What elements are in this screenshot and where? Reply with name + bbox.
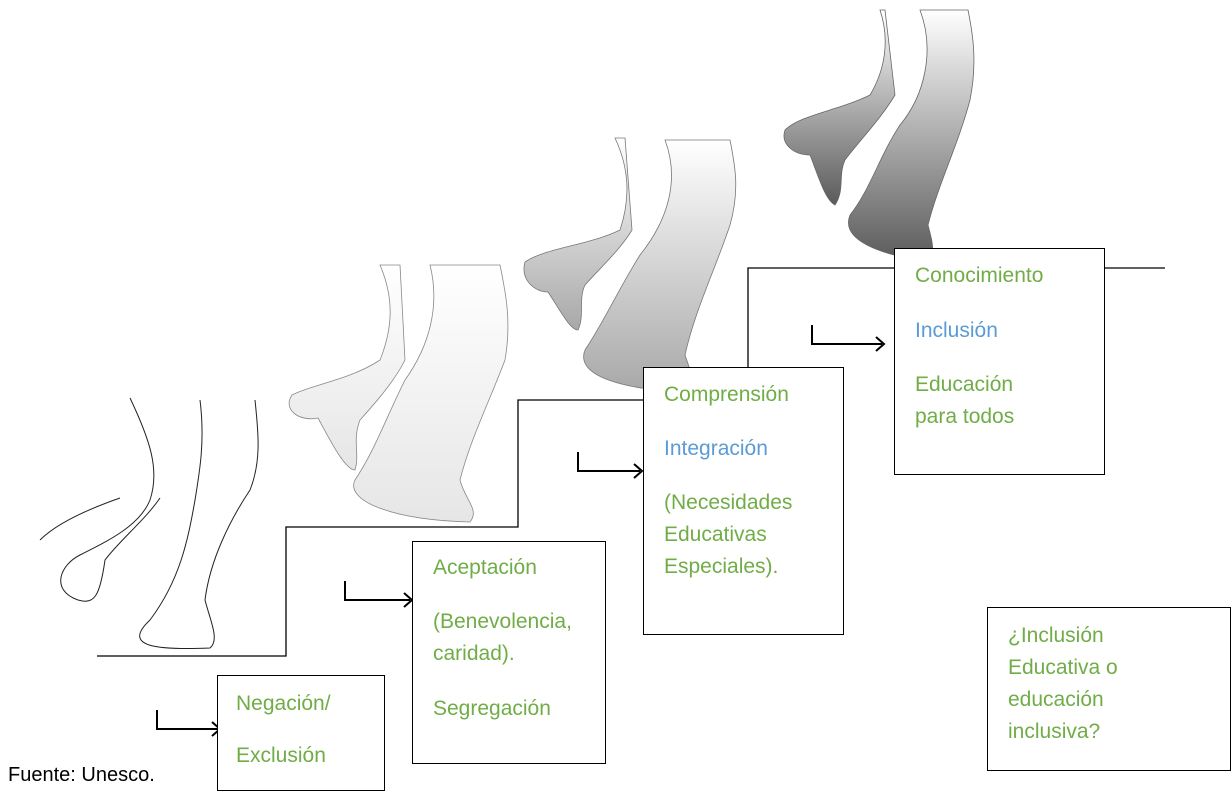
arrow-step-3: [577, 452, 644, 479]
step-label: Negación/: [236, 692, 331, 715]
question-box: ¿Inclusión Educativa o educación inclusi…: [987, 607, 1231, 771]
question-text: inclusiva?: [1008, 720, 1101, 743]
question-text: Educativa o: [1008, 656, 1118, 679]
question-text: educación: [1008, 688, 1104, 711]
legs-step-4-figure: [783, 9, 975, 263]
step-label: Exclusión: [236, 744, 326, 767]
step-label: Segregación: [433, 697, 551, 720]
step-label: Aceptación: [433, 556, 537, 579]
question-text: ¿Inclusión: [1008, 624, 1104, 647]
source-caption: Fuente: Unesco.: [8, 764, 155, 786]
legs-step-1-figure: [39, 397, 259, 650]
legs-step-2-figure: [288, 264, 509, 523]
step-label: Especiales).: [664, 555, 779, 578]
step-label: Comprensión: [664, 383, 789, 406]
step-label: Conocimiento: [915, 264, 1044, 287]
step-box-aceptacion: Aceptación (Benevolencia, caridad). Segr…: [412, 541, 606, 764]
step-label: para todos: [915, 405, 1015, 428]
step-label: Inclusión: [915, 319, 998, 342]
step-box-comprension: Comprensión Integración (Necesidades Edu…: [643, 367, 844, 635]
step-label: Educativas: [664, 523, 767, 546]
step-label: (Necesidades: [664, 491, 793, 514]
step-box-negacion: Negación/ Exclusión: [217, 675, 385, 791]
step-label: Educación: [915, 373, 1014, 396]
step-box-conocimiento: Conocimiento Inclusión Educación para to…: [894, 248, 1105, 475]
staircase-line: [97, 267, 1165, 657]
legs-step-3-figure: [523, 137, 737, 393]
arrow-step-1: [156, 710, 222, 737]
arrow-step-2: [344, 581, 414, 608]
arrow-step-4: [811, 325, 886, 352]
step-label: Integración: [664, 437, 768, 460]
step-label: caridad).: [433, 642, 515, 665]
step-label: (Benevolencia,: [433, 610, 572, 633]
